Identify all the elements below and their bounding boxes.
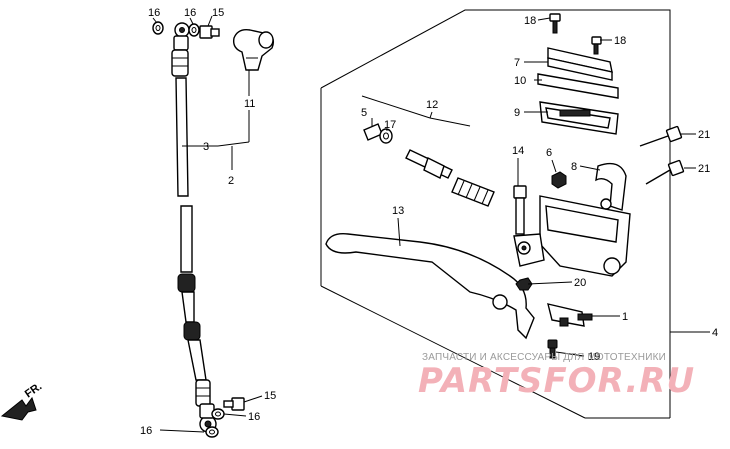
callout-20: 20 (574, 277, 586, 289)
clamp-holder-8 (595, 162, 627, 211)
callout-5: 5 (361, 107, 367, 119)
watermark-caption: ЗАПЧАСТИ И АКСЕССУАРЫ ДЛЯ МОТОТЕХНИКИ (422, 352, 666, 363)
nut-6 (551, 171, 567, 189)
callout-6: 6 (546, 147, 552, 159)
nut-20 (515, 277, 533, 291)
brake-lever-13 (325, 233, 535, 340)
callout-18-b: 18 (614, 35, 626, 47)
callout-7: 7 (514, 57, 520, 69)
front-arrow-icon (0, 396, 37, 421)
watermark: ЗАПЧАСТИ И АКСЕССУАРЫ ДЛЯ МОТОТЕХНИКИ PA… (418, 352, 695, 401)
spring-12 (451, 177, 495, 207)
callout-11: 11 (244, 98, 255, 110)
master-cylinder-body (513, 195, 631, 277)
piston-12 (405, 149, 453, 179)
banjo-bolt-15-bottom (223, 397, 245, 411)
callout-12: 12 (426, 99, 438, 111)
callout-21-b: 21 (698, 163, 710, 175)
callout-16-b: 16 (184, 7, 196, 19)
callouts: 16 16 15 11 3 2 18 18 7 10 9 12 5 17 21 … (140, 7, 718, 437)
callout-16-c: 16 (248, 411, 260, 423)
callout-3: 3 (203, 141, 209, 153)
washer-16-bottom-left (205, 426, 219, 438)
callout-15-b: 15 (264, 390, 276, 402)
bolt-21-upper (639, 125, 683, 147)
screw-18-side (591, 36, 602, 55)
callout-8: 8 (571, 161, 577, 173)
diaphragm-9 (539, 101, 619, 135)
callout-16-a: 16 (148, 7, 160, 19)
banjo-bolt-15-top (199, 25, 220, 39)
callout-9: 9 (514, 107, 520, 119)
washer-16-top-right (188, 23, 200, 37)
boot-5 (363, 123, 383, 141)
callout-10: 10 (514, 75, 526, 87)
bolt-21-lower (645, 159, 685, 185)
plate-10 (537, 73, 619, 99)
callout-19: 19 (588, 351, 600, 363)
seal-17 (379, 128, 393, 144)
callout-13: 13 (392, 205, 404, 217)
callout-4: 4 (712, 327, 718, 339)
front-marker: FR. (23, 380, 44, 400)
reservoir-cap-7 (547, 47, 613, 81)
callout-17: 17 (384, 119, 396, 131)
washer-16-top-left (152, 21, 164, 35)
callout-18-a: 18 (524, 15, 536, 27)
callout-14: 14 (512, 145, 524, 157)
bolt-14 (513, 185, 527, 235)
callout-16-d: 16 (140, 425, 152, 437)
callout-21-a: 21 (698, 129, 710, 141)
watermark-brand: PARTSFOR.RU (418, 361, 695, 401)
brake-hose (171, 22, 217, 433)
callout-2: 2 (228, 175, 234, 187)
screw-19 (547, 339, 558, 359)
boot-cap-11 (232, 28, 275, 71)
callout-15-a: 15 (212, 7, 224, 19)
brake-switch-1 (547, 303, 593, 327)
screw-18-top (549, 13, 561, 34)
leader-lines (152, 15, 710, 433)
assembly-outline (320, 9, 671, 419)
callout-1: 1 (622, 311, 628, 323)
washer-16-bottom-right (211, 408, 225, 420)
